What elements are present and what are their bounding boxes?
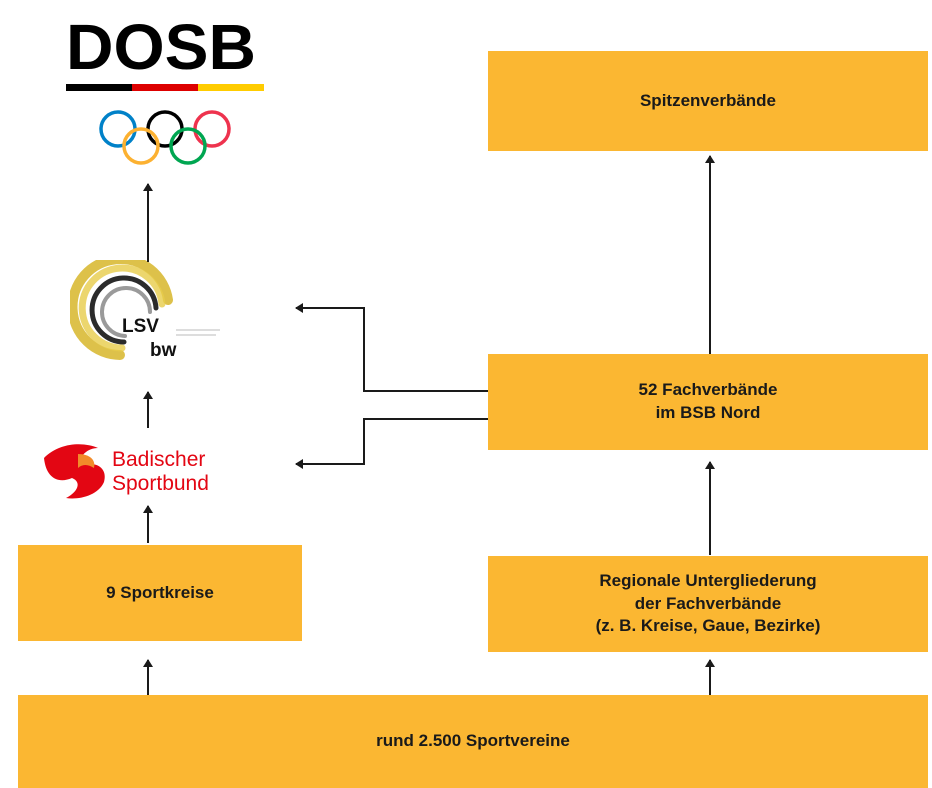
arrow-fach-to-lsv [295, 303, 488, 392]
sportkreise-label: 9 Sportkreise [106, 582, 214, 602]
regional-label-line3: (z. B. Kreise, Gaue, Bezirke) [595, 616, 821, 636]
lsv-logo-line1: LSV [122, 316, 159, 337]
bsb-logo-line1: Badischer [112, 448, 205, 471]
bsb-swoosh-icon [44, 444, 105, 499]
fachverbaende-label-line1: 52 Fachverbände [638, 380, 778, 400]
dosb-stripe-gold [198, 84, 264, 91]
spitzenverbaende-label: Spitzenverbände [639, 90, 777, 110]
dosb-stripe-black [66, 84, 132, 91]
bsb-logo-line2: Sportbund [112, 472, 209, 495]
fachverbaende-label-line2: im BSB Nord [655, 403, 761, 422]
arrow-fach-to-bsb [295, 418, 488, 469]
sportkreise-box: 9 Sportkreise [18, 545, 302, 641]
fachverbaende-box: 52 Fachverbände im BSB Nord [488, 354, 928, 450]
regional-label-line1: Regionale Untergliederung [599, 570, 817, 590]
regionale-untergliederung-box: Regionale Untergliederung der Fachverbän… [488, 556, 928, 652]
dosb-logo-text: DOSB [66, 11, 256, 83]
lsv-bw-logo: LSV bw [70, 260, 220, 361]
dosb-logo: DOSB [66, 11, 264, 165]
regional-label-line2: der Fachverbände [634, 593, 782, 613]
sportvereine-label: rund 2.500 Sportvereine [376, 731, 570, 751]
lsv-logo-line2: bw [150, 340, 177, 361]
sportvereine-box: rund 2.500 Sportvereine [18, 695, 928, 788]
dosb-stripe-red [132, 84, 198, 91]
spitzenverbaende-box: Spitzenverbände [488, 51, 928, 151]
olympic-rings-icon [99, 110, 231, 165]
badischer-sportbund-logo: Badischer Sportbund [44, 444, 209, 499]
